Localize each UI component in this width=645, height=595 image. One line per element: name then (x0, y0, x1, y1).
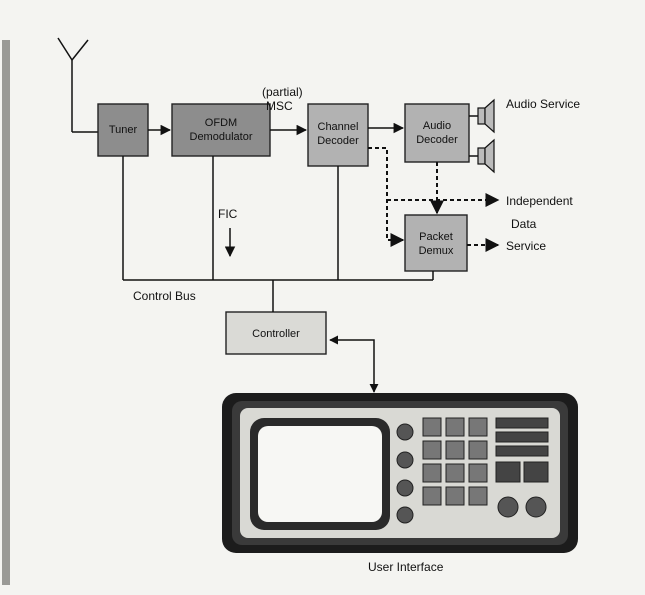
ofdm-label-2: Demodulator (190, 131, 253, 143)
independent-label: Independent (506, 194, 573, 208)
fic-label: FIC (218, 207, 238, 221)
controller-ui-link (330, 340, 374, 392)
tuner-block: Tuner (98, 104, 148, 156)
packet-label-1: Packet (419, 231, 453, 243)
ofdm-label-1: OFDM (205, 117, 237, 129)
audio-decoder-block: Audio Decoder (405, 104, 469, 162)
audio-label-2: Decoder (416, 134, 458, 146)
antenna-icon (58, 38, 98, 132)
ui-screen (258, 426, 382, 522)
page-edge-shadow (2, 40, 10, 585)
controller-label: Controller (252, 328, 300, 340)
speaker-icon (469, 140, 494, 172)
msc-label: MSC (266, 99, 293, 113)
controller-block: Controller (226, 312, 326, 354)
ofdm-demodulator-block: OFDM Demodulator (172, 104, 270, 156)
packet-demux-block: Packet Demux (405, 215, 467, 271)
partial-label: (partial) (262, 85, 303, 99)
tuner-label: Tuner (109, 124, 138, 136)
control-bus-label: Control Bus (133, 289, 196, 303)
channel-decoder-block: Channel Decoder (308, 104, 368, 166)
audio-label-1: Audio (423, 120, 451, 132)
user-interface-device (222, 393, 578, 553)
user-interface-label: User Interface (368, 560, 444, 574)
packet-label-2: Demux (419, 245, 454, 257)
service-label: Service (506, 239, 546, 253)
channel-label-1: Channel (318, 121, 359, 133)
audio-service-label: Audio Service (506, 97, 580, 111)
channel-label-2: Decoder (317, 135, 359, 147)
data-label: Data (511, 217, 537, 231)
speaker-icon (469, 100, 494, 132)
